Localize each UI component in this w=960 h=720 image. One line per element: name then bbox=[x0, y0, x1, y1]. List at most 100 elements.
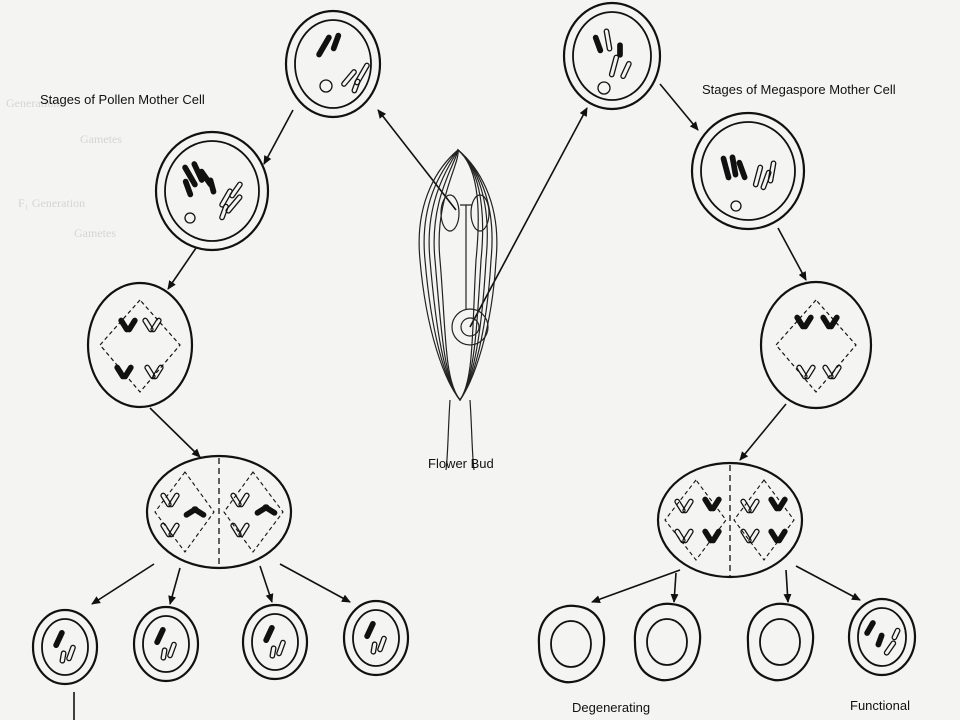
chromosome bbox=[875, 632, 885, 648]
chromosome bbox=[126, 317, 138, 333]
arrow-mega-1-2 bbox=[659, 83, 699, 131]
chromosome bbox=[830, 364, 842, 380]
degenerating-megaspore-2 bbox=[633, 602, 702, 682]
chromosome bbox=[59, 650, 67, 664]
megaspore-mother-cell-title: Stages of Megaspore Mother Cell bbox=[702, 82, 896, 97]
arrow-pollen-2-3 bbox=[167, 247, 197, 290]
bleed-through-text: Generation bbox=[6, 96, 60, 110]
chromosome bbox=[238, 492, 250, 508]
arrow-mega-2-3 bbox=[777, 227, 807, 281]
chromosome bbox=[377, 635, 387, 653]
megaspore-mother-cell-stage-2 bbox=[690, 111, 806, 231]
chromosome bbox=[767, 160, 777, 184]
chromosome bbox=[160, 647, 168, 661]
pollen-tetrad-cell-2 bbox=[132, 605, 200, 683]
arrow-mega-tetrad-2 bbox=[670, 572, 679, 603]
arrow-pollen-tetrad-3 bbox=[259, 565, 274, 603]
chromosome bbox=[263, 624, 275, 644]
chromosome bbox=[219, 188, 233, 208]
chromosome bbox=[53, 629, 65, 649]
chromosome bbox=[230, 522, 242, 538]
chromosome bbox=[720, 155, 732, 181]
chromosome bbox=[122, 364, 134, 380]
pollen-mother-cell-stage-1 bbox=[284, 9, 382, 119]
chromosome bbox=[804, 364, 816, 380]
chromosome bbox=[617, 42, 623, 58]
bleed-through-text: F₁ Generation bbox=[18, 196, 86, 210]
chromosome bbox=[620, 60, 632, 80]
pollen-tetrad-cell-4 bbox=[342, 599, 410, 677]
nucleolus bbox=[319, 79, 333, 93]
pollen-cell-stage-3 bbox=[86, 281, 194, 409]
chromosome bbox=[182, 178, 194, 198]
chromosome bbox=[364, 620, 376, 640]
arrow-mega-tetrad-3 bbox=[783, 569, 792, 603]
degenerating-megaspore-1 bbox=[537, 604, 606, 684]
arrow-pollen-tetrad-2 bbox=[168, 567, 181, 605]
nucleolus bbox=[184, 212, 196, 224]
chromosome bbox=[330, 32, 342, 52]
chromosome bbox=[219, 203, 229, 221]
chromosome bbox=[802, 314, 814, 330]
pollen-tetrad-cell-1 bbox=[31, 608, 99, 686]
functional-megaspore bbox=[847, 597, 917, 677]
flower-bud-label: Flower Bud bbox=[428, 456, 494, 471]
chromosome bbox=[150, 317, 162, 333]
chromosome bbox=[229, 181, 243, 199]
chromosome bbox=[238, 522, 250, 538]
chromosome bbox=[828, 314, 840, 330]
arrow-bud-to-megaspore bbox=[469, 107, 588, 328]
chromosome bbox=[182, 164, 198, 188]
chromosome bbox=[351, 78, 361, 94]
chromosome bbox=[168, 522, 180, 538]
chromosome bbox=[191, 506, 207, 518]
chromosome bbox=[710, 528, 722, 544]
chromosome bbox=[160, 492, 172, 508]
bleed-through-text: Gametes bbox=[74, 226, 116, 240]
chromosome bbox=[262, 504, 278, 516]
arrow-bud-to-pollen bbox=[377, 109, 457, 211]
arrow-mega-tetrad-4 bbox=[795, 565, 861, 601]
chromosome bbox=[603, 28, 613, 52]
pollen-tetrad-cell-3 bbox=[241, 603, 309, 681]
chromosome bbox=[230, 492, 242, 508]
degenerating-megaspore-3 bbox=[746, 602, 815, 682]
chromosome bbox=[822, 364, 834, 380]
chromosome bbox=[207, 177, 217, 195]
chromosome bbox=[682, 498, 694, 514]
flower-bud-drawing bbox=[418, 148, 498, 471]
chromosome bbox=[142, 317, 154, 333]
chromosome bbox=[752, 164, 764, 188]
megaspore-cell-stage-3 bbox=[759, 280, 873, 410]
chromosome bbox=[864, 620, 876, 636]
nucleolus bbox=[597, 81, 611, 95]
chromosome bbox=[168, 492, 180, 508]
chromosome bbox=[796, 364, 808, 380]
megaspore-cell-stage-4 bbox=[656, 461, 804, 579]
nucleolus bbox=[730, 200, 742, 212]
chromosome bbox=[883, 640, 897, 656]
functional-label: Functional bbox=[850, 698, 910, 713]
pollen-cell-stage-4 bbox=[145, 454, 293, 570]
chromosome bbox=[748, 498, 760, 514]
pollen-mother-cell-title: Stages of Pollen Mother Cell bbox=[40, 92, 205, 107]
chromosome bbox=[269, 645, 277, 659]
chromosome bbox=[370, 641, 378, 655]
arrow-pollen-tetrad-4 bbox=[279, 563, 351, 603]
chromosome bbox=[682, 528, 694, 544]
chromosome bbox=[154, 626, 166, 646]
arrow-pollen-3-4 bbox=[149, 407, 201, 458]
chromosome bbox=[66, 644, 76, 662]
chromosome bbox=[674, 498, 686, 514]
arrow-mega-tetrad-1 bbox=[591, 569, 681, 604]
arrow-pollen-1-2 bbox=[263, 109, 294, 165]
chromosome bbox=[152, 364, 164, 380]
chromosome bbox=[608, 54, 620, 78]
megaspore-mother-cell-stage-1 bbox=[562, 1, 662, 111]
chromosome bbox=[740, 498, 752, 514]
chromosome bbox=[729, 154, 739, 178]
chromosome bbox=[674, 528, 686, 544]
arrow-mega-3-4 bbox=[739, 403, 787, 461]
chromosome bbox=[276, 639, 286, 657]
